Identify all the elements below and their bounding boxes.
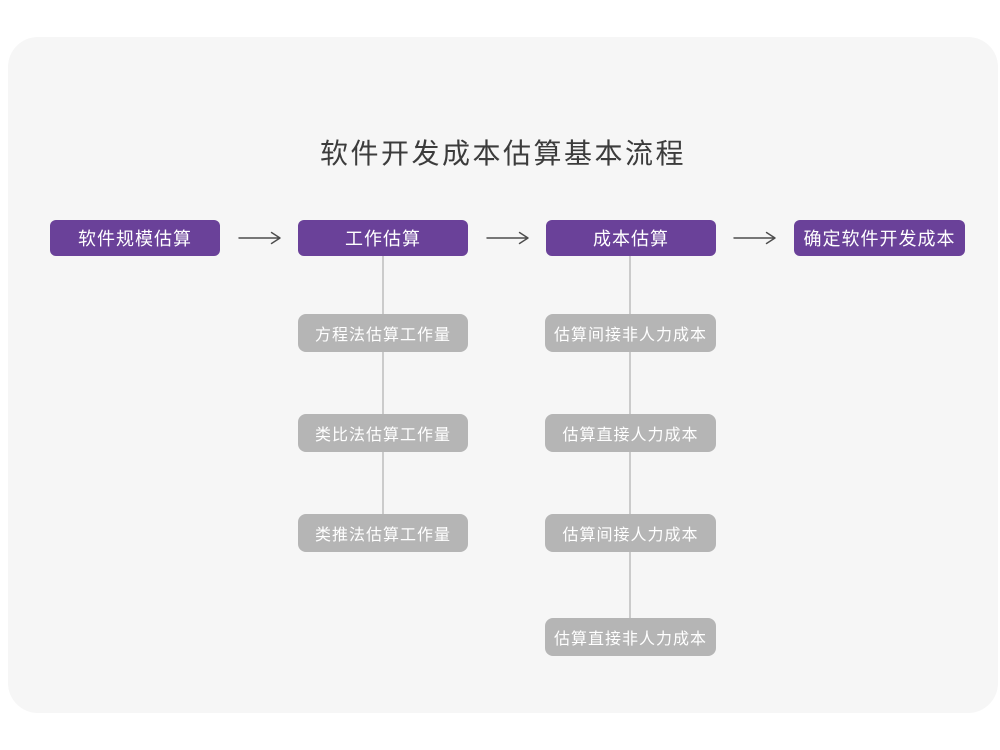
sub-direct-non-labor-cost: 估算直接非人力成本 (545, 618, 716, 656)
sub-indirect-labor-cost: 估算间接人力成本 (545, 514, 716, 552)
arrow-right-icon (486, 231, 529, 245)
sub-direct-labor-cost: 估算直接人力成本 (545, 414, 716, 452)
stage-determine-software-dev-cost: 确定软件开发成本 (794, 220, 965, 256)
flowchart-card: 软件开发成本估算基本流程 软件规模估算 工作估算 成本估算 确定软件开发成本 方… (8, 37, 998, 713)
connector-line-work-estimation (382, 256, 384, 534)
stage-software-scale-estimation: 软件规模估算 (50, 220, 220, 256)
stage-work-estimation: 工作估算 (298, 220, 468, 256)
arrow-right-icon (733, 231, 776, 245)
sub-analogy-method-workload: 类比法估算工作量 (298, 414, 468, 452)
stage-cost-estimation: 成本估算 (546, 220, 716, 256)
arrow-right-icon (238, 231, 281, 245)
page-title: 软件开发成本估算基本流程 (319, 138, 686, 169)
sub-equation-method-workload: 方程法估算工作量 (298, 314, 468, 352)
sub-extrapolation-method-workload: 类推法估算工作量 (298, 514, 468, 552)
sub-indirect-non-labor-cost: 估算间接非人力成本 (545, 314, 716, 352)
